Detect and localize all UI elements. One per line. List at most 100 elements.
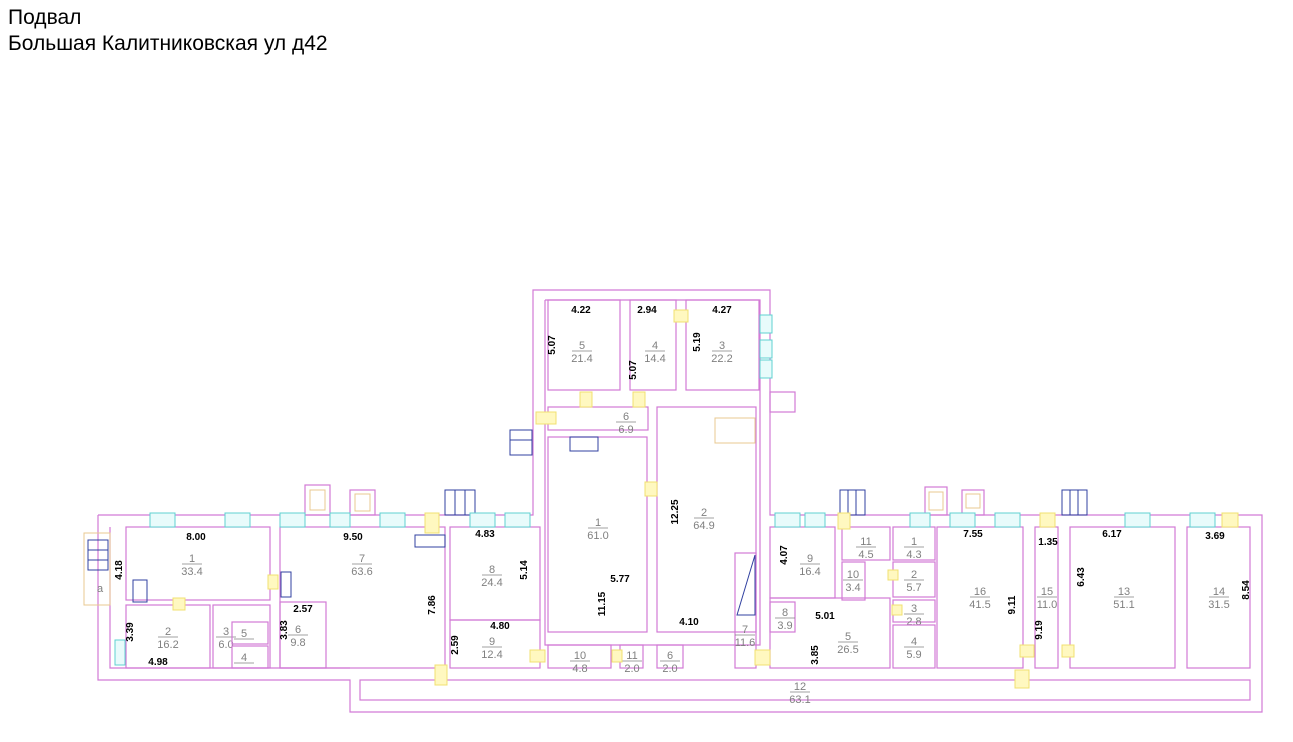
room-outline: [231, 621, 269, 645]
window: [504, 512, 531, 528]
room-number: 10: [574, 650, 586, 662]
dimension-label: 2.59: [450, 635, 461, 655]
dimension-label: 6.17: [1102, 529, 1122, 540]
room-number: 3: [719, 340, 725, 352]
dimension-label: 3.83: [279, 620, 290, 640]
doorway[interactable]: [1019, 644, 1035, 658]
doorway[interactable]: [891, 604, 903, 616]
room-area: 4.3: [906, 549, 921, 561]
doorway[interactable]: [434, 664, 448, 686]
room: 103.4: [841, 561, 866, 601]
dimension-label: 5.07: [628, 360, 639, 380]
doorway[interactable]: [1014, 669, 1030, 689]
doorway[interactable]: [673, 309, 689, 323]
window: [1189, 512, 1216, 528]
dimension-label: 4.18: [114, 560, 125, 580]
dimension-label: 3.85: [810, 645, 821, 665]
doorway[interactable]: [1061, 644, 1075, 658]
doorway[interactable]: [644, 481, 658, 497]
room-number: 3: [223, 626, 229, 638]
doorway[interactable]: [632, 391, 646, 408]
doors: [172, 309, 1239, 689]
window: [774, 512, 801, 528]
room-outline: [656, 406, 757, 633]
room-number: 4: [241, 652, 247, 664]
doorway[interactable]: [1221, 512, 1239, 528]
room-number: 8: [489, 564, 495, 576]
room-area: 64.9: [693, 520, 714, 532]
doorway[interactable]: [837, 512, 851, 530]
room-number: 3: [911, 603, 917, 615]
room-number: 14: [1213, 586, 1225, 598]
room-area: 3.9: [777, 620, 792, 632]
dimension-label: 12.25: [670, 499, 681, 524]
room-number: 8: [782, 607, 788, 619]
dimension-label: 8.54: [1241, 580, 1252, 600]
doorway[interactable]: [172, 597, 186, 611]
room: 322.2: [685, 299, 760, 391]
dimension-label: 5.14: [519, 560, 530, 580]
room-area: 41.5: [969, 599, 990, 611]
room: 104.8: [547, 644, 612, 675]
dimension-label: 11.15: [597, 591, 608, 616]
doorway[interactable]: [611, 649, 623, 663]
room-area: 9.8: [290, 637, 305, 649]
room: 5: [231, 621, 269, 645]
dimension-label: 3.69: [1205, 531, 1225, 542]
room-outline: [1069, 526, 1176, 669]
room: 414.4: [629, 299, 677, 391]
room-number: 4: [911, 636, 917, 648]
room-outline: [231, 645, 269, 669]
room-area: 11.6: [735, 637, 756, 649]
doorway[interactable]: [1039, 512, 1056, 528]
window: [909, 512, 931, 528]
window: [759, 339, 773, 359]
doorway[interactable]: [887, 569, 899, 581]
room-number: 6: [295, 624, 301, 636]
dimension-label: 4.98: [148, 657, 168, 668]
room-outline: [769, 597, 891, 669]
vent-shafts: [304, 391, 985, 516]
room-number: 2: [165, 626, 171, 638]
room: 133.4: [125, 526, 271, 601]
stairwell-a: a: [83, 532, 111, 606]
room-number: 1: [595, 517, 601, 529]
doorway[interactable]: [579, 391, 593, 408]
room-area: 16.4: [799, 566, 820, 578]
window: [279, 512, 306, 528]
room-area: 14.4: [644, 353, 665, 365]
room-outline: [547, 299, 621, 391]
room-number: 7: [359, 553, 365, 565]
dimension-label: 7.55: [963, 529, 983, 540]
room-number: 5: [579, 340, 585, 352]
room-area: 2.0: [624, 663, 639, 675]
room: 112.0: [619, 644, 644, 675]
room-area: 6.9: [618, 424, 633, 436]
room-number: 9: [807, 553, 813, 565]
room-number: 1: [189, 553, 195, 565]
doorway[interactable]: [267, 574, 279, 590]
room: 912.4: [449, 619, 541, 669]
room: 4: [231, 645, 269, 669]
dimension-label: 4.27: [712, 305, 732, 316]
room: 521.4: [547, 299, 621, 391]
room-outline: [449, 619, 541, 669]
room-area: 5.7: [906, 582, 921, 594]
room-area: 63.1: [789, 694, 810, 706]
dimension-label: 3.39: [125, 622, 136, 642]
doorway[interactable]: [424, 512, 440, 534]
room-outline: [547, 644, 612, 669]
dimension-label: 4.07: [779, 545, 790, 565]
room-area: 6.0: [218, 639, 233, 651]
room: 45.9: [892, 624, 936, 669]
doorway[interactable]: [754, 649, 771, 666]
doorway[interactable]: [529, 649, 546, 663]
floor-title: Подвал: [8, 6, 82, 29]
room-outline: [734, 552, 757, 669]
doorway[interactable]: [535, 411, 557, 425]
room: 66.9: [547, 406, 649, 436]
